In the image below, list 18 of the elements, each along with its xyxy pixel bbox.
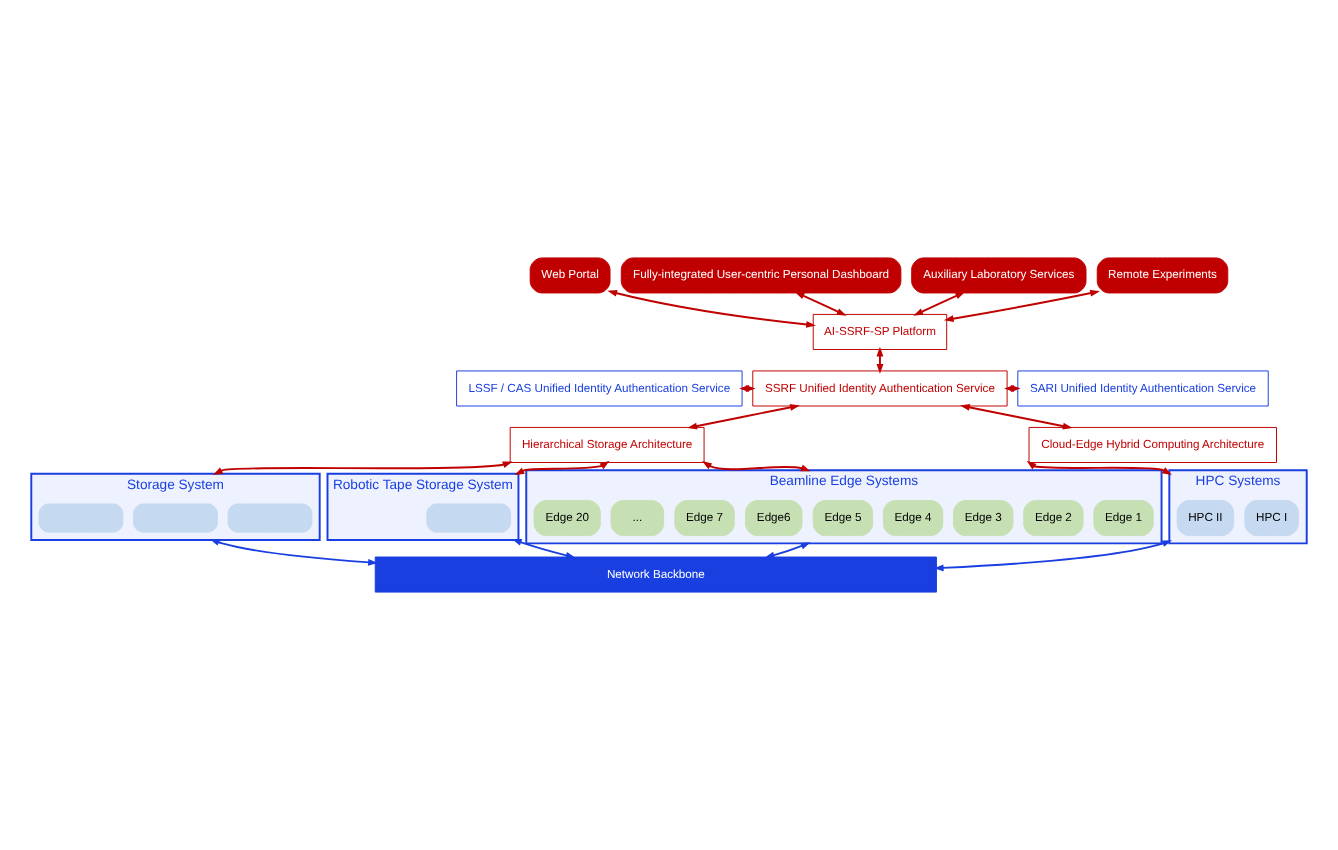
arrow bbox=[933, 540, 1173, 572]
arrow bbox=[702, 460, 811, 472]
arrow bbox=[794, 291, 847, 316]
arrow bbox=[514, 460, 610, 476]
arrow bbox=[960, 404, 1073, 430]
node-box bbox=[426, 503, 512, 533]
arrow bbox=[607, 289, 816, 328]
node-box bbox=[38, 503, 124, 533]
arrow bbox=[212, 461, 513, 476]
arrow bbox=[209, 538, 378, 566]
arrow bbox=[913, 291, 966, 316]
arrow bbox=[511, 538, 576, 559]
arrow bbox=[943, 289, 1100, 323]
node-box bbox=[133, 503, 218, 533]
arrow bbox=[764, 542, 811, 559]
arrow bbox=[687, 404, 800, 430]
node-box bbox=[227, 503, 313, 533]
arrow bbox=[1026, 460, 1172, 476]
